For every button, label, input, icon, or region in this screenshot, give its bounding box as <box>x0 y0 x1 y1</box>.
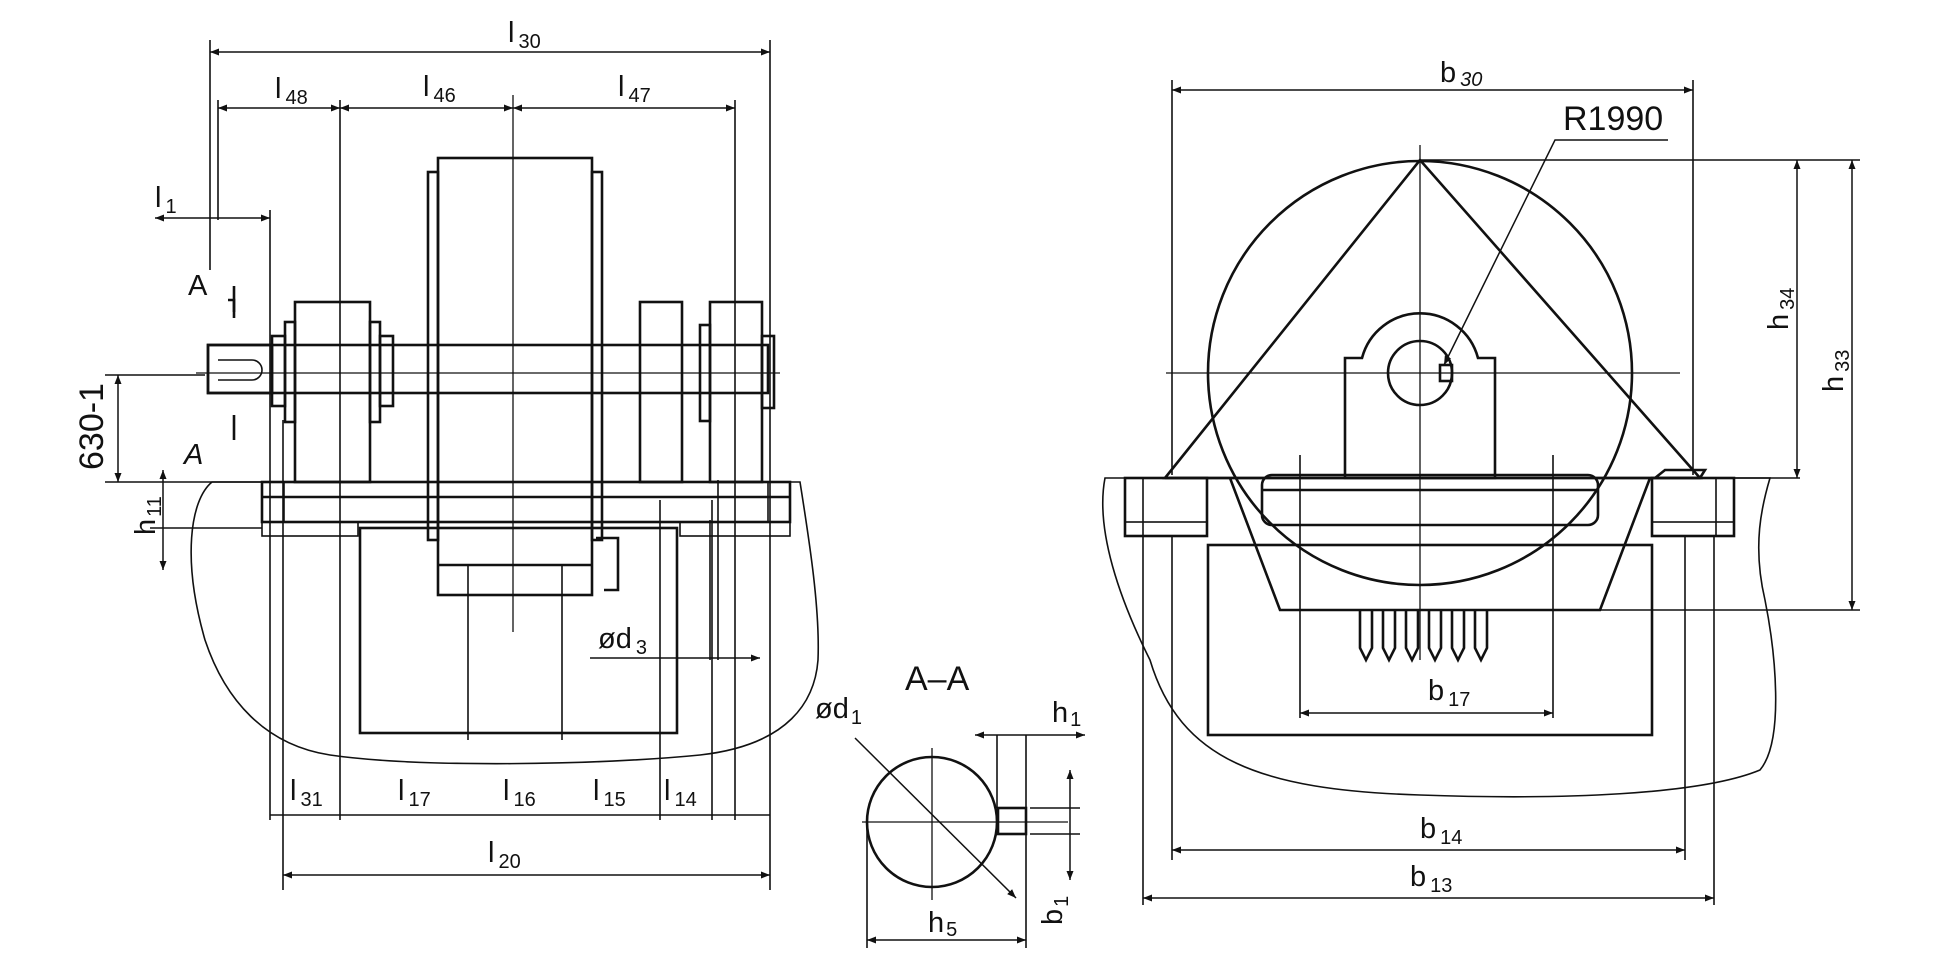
shaft-end <box>206 343 274 395</box>
front-foundation <box>190 481 820 765</box>
shaft-keyway <box>218 359 263 381</box>
dim-line-d1 <box>854 737 1017 899</box>
bearing-pedestal <box>1343 312 1497 480</box>
section-title: A–A <box>905 660 970 698</box>
front-foundation-pit <box>358 526 679 735</box>
radius-leader <box>1443 139 1668 366</box>
front-base-plate <box>261 521 359 537</box>
label-r1990: R1990 <box>1563 100 1663 138</box>
side-frame-left <box>1123 476 1209 538</box>
label-630: 630-1 <box>73 383 111 470</box>
anchor-bolts <box>1358 610 1489 663</box>
shaft-key <box>996 806 1028 836</box>
side-foundation-pit <box>1206 543 1654 737</box>
drum-flange-left <box>426 170 440 542</box>
front-base-rail-right <box>767 481 791 523</box>
side-foundation <box>1101 477 1777 798</box>
drum-housing <box>1162 157 1703 480</box>
side-frame-right <box>1650 476 1736 538</box>
main-shaft <box>206 343 770 395</box>
label-h34: h34 <box>1763 288 1799 330</box>
section-mark-bottom: A <box>182 439 203 471</box>
label-b1: b1 <box>1037 896 1073 925</box>
brake-disc <box>638 300 684 484</box>
winding-drum <box>436 156 594 597</box>
label-h11: h11 <box>130 496 166 535</box>
label-h33: h33 <box>1818 350 1854 392</box>
section-mark-top: A <box>188 270 208 302</box>
front-base-frame <box>260 480 792 524</box>
drum-flange-right <box>590 170 604 542</box>
front-base-rail-left <box>261 481 285 523</box>
side-base-plate <box>1260 473 1600 527</box>
